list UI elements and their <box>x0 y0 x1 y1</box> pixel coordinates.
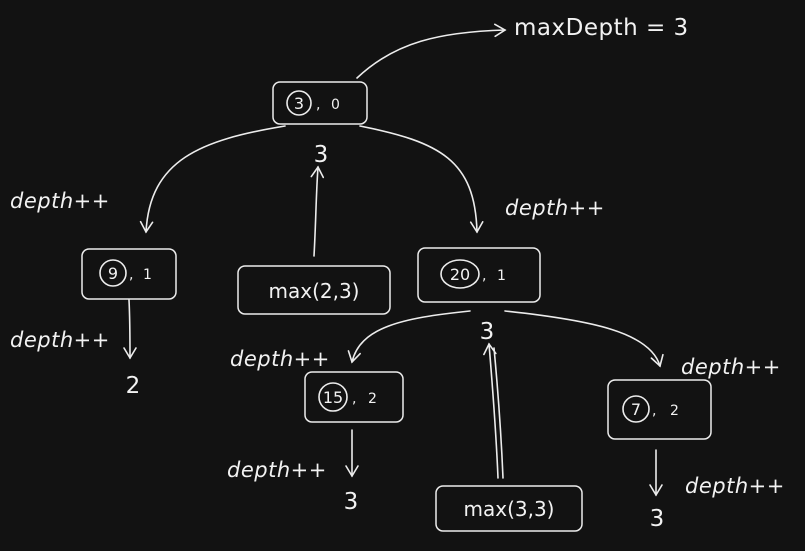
node-box <box>304 371 404 423</box>
edge-20-to-7 <box>504 310 664 368</box>
node-comma: , <box>129 267 133 283</box>
max-call-root: max(2,3) <box>237 265 391 315</box>
call-box <box>435 485 583 532</box>
node-value-circle <box>440 259 480 289</box>
edge-root-to-9 <box>139 125 286 234</box>
node-box <box>607 379 712 440</box>
return-arrow-20-double <box>493 347 504 479</box>
node-comma: , <box>352 391 356 407</box>
max-depth-result: maxDepth = 3 <box>514 15 689 41</box>
node-value: 15 <box>323 388 343 407</box>
edge-label-depth-inc: depth++ <box>685 474 785 498</box>
edge-label-depth-inc: depth++ <box>227 458 327 482</box>
edge-20-to-15 <box>347 310 471 364</box>
edge-label-depth-inc: depth++ <box>10 328 110 352</box>
edge-label-depth-inc: depth++ <box>681 355 781 379</box>
edge-9-down <box>123 299 137 360</box>
node-value-circle <box>286 90 312 116</box>
edge-label-depth-inc: depth++ <box>10 189 110 213</box>
node-20-return-value: 3 <box>480 319 495 345</box>
return-arrow-root <box>310 165 325 257</box>
node-depth: 0 <box>331 97 340 113</box>
node-comma: , <box>652 403 656 419</box>
node-7-return-value: 3 <box>650 506 665 532</box>
tree-node-7: 7 , 2 <box>607 379 712 440</box>
node-box <box>81 248 177 300</box>
result-arrow <box>356 23 507 79</box>
node-value: 9 <box>108 264 118 283</box>
node-depth: 1 <box>497 268 506 284</box>
edge-label-depth-inc: depth++ <box>230 347 330 371</box>
tree-node-root: 3 , 0 <box>272 81 368 125</box>
node-comma: , <box>316 97 320 113</box>
call-text: max(2,3) <box>269 279 360 303</box>
node-value-circle <box>622 395 650 423</box>
node-value: 7 <box>631 400 641 419</box>
node-value: 20 <box>450 265 470 284</box>
tree-node-9: 9 , 1 <box>81 248 177 300</box>
node-value-circle <box>318 382 348 412</box>
node-9-return-value: 2 <box>126 373 141 399</box>
tree-node-20: 20 , 1 <box>417 247 541 303</box>
edge-root-to-20 <box>359 125 484 234</box>
node-box <box>272 81 368 125</box>
node-depth: 1 <box>143 267 152 283</box>
node-value: 3 <box>294 94 304 113</box>
call-text: max(3,3) <box>464 497 555 521</box>
node-value-circle <box>99 259 127 287</box>
tree-node-15: 15 , 2 <box>304 371 404 423</box>
node-comma: , <box>482 268 486 284</box>
edge-label-depth-inc: depth++ <box>505 196 605 220</box>
node-depth: 2 <box>368 391 377 407</box>
root-return-value: 3 <box>314 142 329 168</box>
max-call-20: max(3,3) <box>435 485 583 532</box>
return-arrow-20 <box>483 342 499 479</box>
node-box <box>417 247 541 303</box>
node-15-return-value: 3 <box>344 489 359 515</box>
node-depth: 2 <box>670 403 679 419</box>
call-box <box>237 265 391 315</box>
